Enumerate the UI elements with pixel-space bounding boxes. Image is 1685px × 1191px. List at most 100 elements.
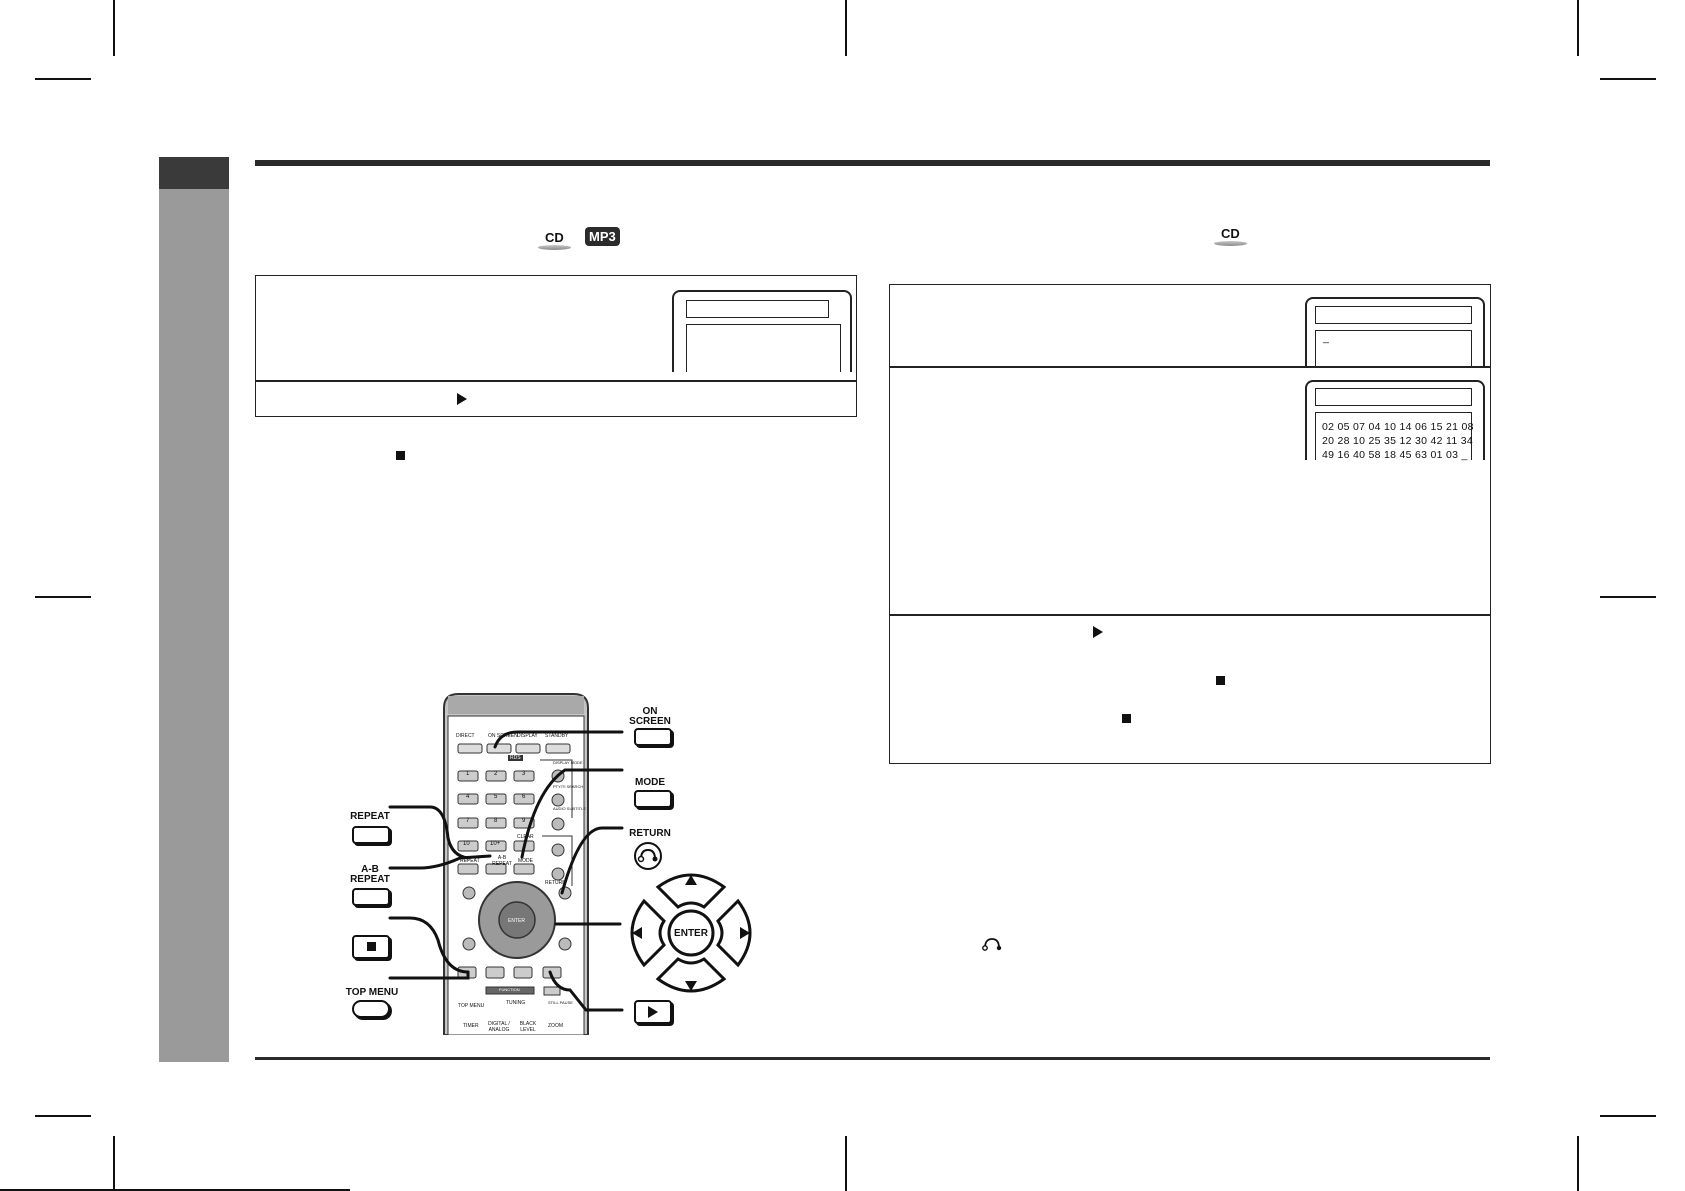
mode-callout-label: MODE (635, 777, 665, 788)
remote-label: TOP MENU (458, 1003, 485, 1009)
top-menu-callout-label: TOP MENU (345, 987, 399, 998)
remote-label: A-B REPEAT (492, 855, 512, 867)
crop-mark (1577, 1136, 1579, 1191)
cursor-down-button[interactable] (655, 957, 727, 993)
remote-key-label: 9 (522, 818, 526, 824)
remote-label: ZOOM (548, 1023, 563, 1029)
remote-label: AUDIO SUBTITLE (553, 806, 586, 811)
remote-key-label: 5 (494, 794, 498, 800)
remote-label: RETURN (545, 880, 566, 886)
remote-label: PTY/TI SEARCH (553, 784, 584, 789)
crop-mark (113, 1136, 115, 1191)
ab-repeat-callout-label: A-B REPEAT (350, 864, 390, 885)
footer-rule (0, 1189, 350, 1191)
play-icon (648, 1006, 658, 1018)
crop-mark (1600, 1115, 1656, 1117)
ab-repeat-button[interactable] (352, 888, 390, 906)
remote-label: DISPLAY (517, 733, 538, 739)
remote-key-label: 2 (494, 771, 498, 777)
osd-screen (672, 290, 852, 372)
remote-key-label: 3 (522, 771, 526, 777)
remote-label: BLACK LEVEL (519, 1021, 537, 1033)
mp3-badge: MP3 (585, 227, 620, 246)
osd-track-row: 02 05 07 04 10 14 06 15 21 08 (1322, 421, 1474, 433)
arrow-up-icon (685, 875, 697, 885)
remote-label: TUNING (506, 1000, 526, 1006)
remote-key-label: 1 (466, 771, 470, 777)
repeat-button[interactable] (352, 826, 390, 844)
remote-label: CLEAR (517, 834, 534, 840)
remote-key-label: 10+ (490, 841, 501, 847)
enter-button[interactable] (667, 909, 715, 957)
stop-icon (1216, 676, 1225, 685)
arrow-left-icon (632, 927, 642, 939)
osd-title-bar (1315, 306, 1472, 324)
cursor-right-button[interactable] (716, 898, 752, 968)
remote-label: FUNCTION (499, 987, 520, 992)
remote-key-label: 7 (466, 818, 470, 824)
crop-mark (1600, 596, 1656, 598)
osd-track-row: 49 16 40 58 18 45 63 01 03 _ (1322, 449, 1468, 461)
left-step-divider (255, 380, 857, 382)
remote-key-label: 6 (522, 794, 526, 800)
cursor-pad (630, 873, 752, 993)
header-rule (255, 160, 1490, 166)
remote-label: DIGITAL / ANALOG (488, 1021, 510, 1033)
on-screen-button[interactable] (634, 728, 672, 746)
cd-badge: CD (538, 229, 571, 250)
crop-mark (35, 596, 91, 598)
cursor-up-button[interactable] (655, 873, 727, 909)
right-step-divider (889, 614, 1491, 616)
osd-title-bar (686, 300, 829, 318)
crop-mark (35, 1115, 91, 1117)
crop-mark (113, 0, 115, 56)
right-step-box (889, 284, 1491, 764)
osd-screen (1305, 380, 1485, 460)
remote-label: MODE (518, 858, 533, 864)
return-button[interactable] (633, 841, 663, 871)
repeat-callout-label: REPEAT (350, 811, 390, 822)
enter-button-label: ENTER (674, 928, 708, 939)
remote-key-label: 8 (494, 818, 498, 824)
on-screen-callout-label: ON SCREEN (629, 706, 671, 727)
remote-control (388, 693, 624, 1035)
osd-cursor: _ (1323, 332, 1330, 344)
cd-badge: CD (1214, 225, 1247, 246)
sidebar-tab-cap (159, 157, 229, 189)
crop-mark (845, 0, 847, 56)
mode-button[interactable] (634, 790, 672, 808)
remote-label: RDS (508, 755, 523, 761)
return-icon (982, 938, 1002, 951)
remote-label: ENTER (508, 918, 525, 924)
remote-label: DISPLAY MODE (553, 760, 583, 765)
crop-mark (845, 1136, 847, 1191)
remote-key-label: 10 (463, 841, 470, 847)
sidebar-tab (159, 157, 229, 1062)
osd-track-row: 20 28 10 25 35 12 30 42 11 34 (1322, 435, 1473, 447)
osd-title-bar (1315, 388, 1472, 406)
stop-icon (1122, 714, 1131, 723)
remote-label: DIRECT (456, 733, 475, 739)
osd-screen (1305, 297, 1485, 366)
crop-mark (35, 78, 91, 80)
osd-content (686, 324, 841, 372)
remote-label: STILL PAUSE (548, 1000, 573, 1005)
top-menu-button[interactable] (352, 1000, 390, 1018)
remote-label: STANDBY (545, 733, 569, 739)
right-step-divider (889, 366, 1491, 368)
play-icon (1093, 626, 1103, 638)
crop-mark (1577, 0, 1579, 56)
arrow-down-icon (685, 981, 697, 991)
stop-icon (396, 451, 405, 460)
left-step-box (255, 275, 857, 417)
crop-mark (1600, 78, 1656, 80)
osd-content (1315, 330, 1472, 366)
remote-label: TIMER (463, 1023, 479, 1029)
return-callout-label: RETURN (629, 828, 671, 839)
arrow-right-icon (740, 927, 750, 939)
remote-label: REPEAT (460, 858, 480, 864)
stop-icon (367, 942, 376, 951)
remote-label: ON SCREEN (488, 733, 518, 739)
remote-key-label: 4 (466, 794, 470, 800)
cursor-left-button[interactable] (630, 898, 666, 968)
